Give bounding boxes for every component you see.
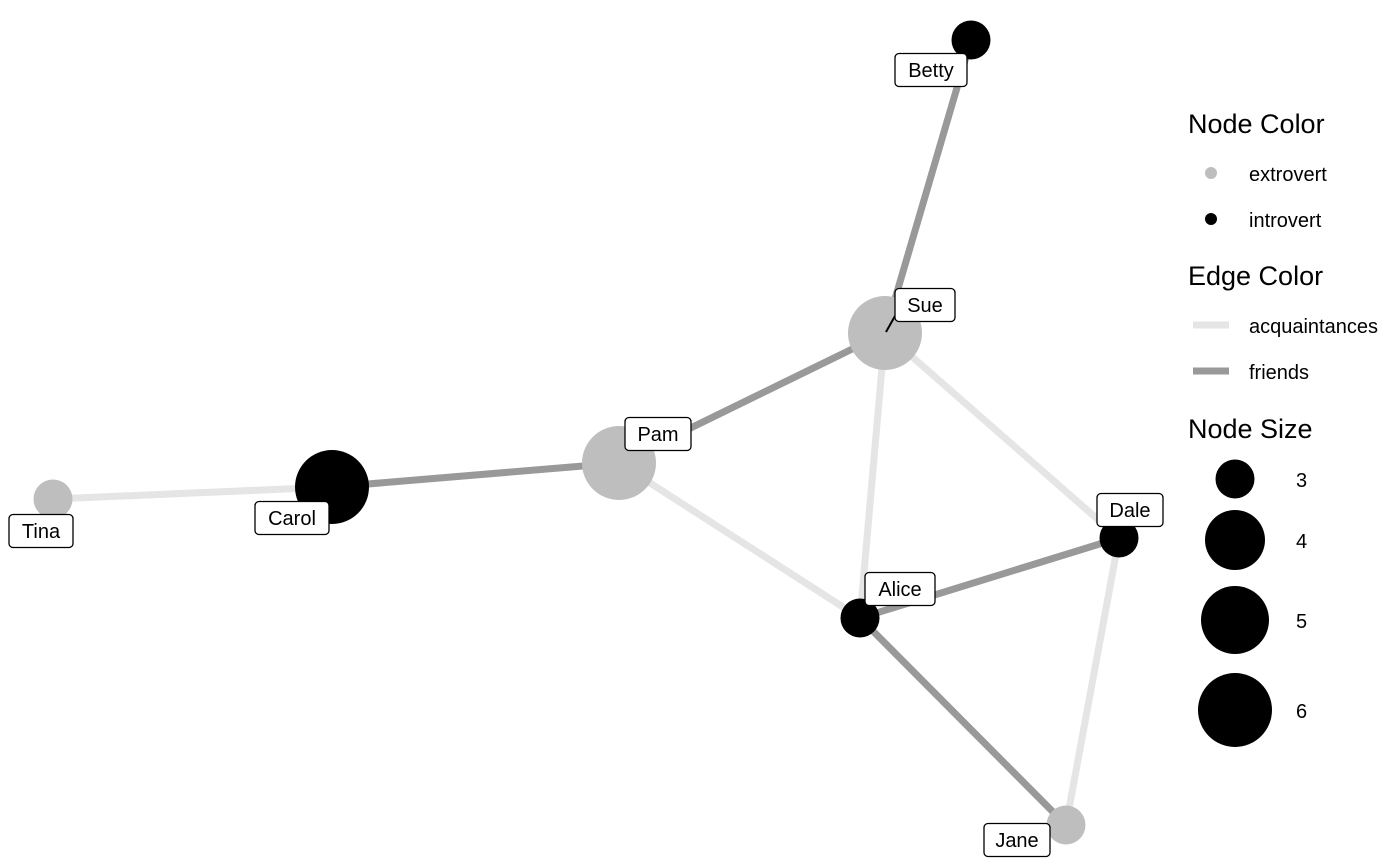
node-label-betty: Betty (894, 52, 968, 88)
edges-layer (52, 39, 1123, 828)
node-label-alice: Alice (864, 571, 936, 607)
legend-node-size-label-6: 6 (1296, 701, 1307, 723)
legend-node-color-swatch-extrovert (1205, 167, 1217, 179)
legend-node-size-swatch-3 (1215, 459, 1255, 499)
node-label-box (8, 513, 74, 549)
edge-sue-alice (856, 332, 889, 619)
legend-node-color-title: Node Color (1188, 109, 1325, 139)
node-label-text: Betty (908, 60, 954, 82)
legend-node-size-label-3: 3 (1296, 470, 1307, 492)
legend-edge-color: Edge Color acquaintances friends (1188, 261, 1378, 384)
legend-node-size-label-4: 4 (1296, 531, 1307, 553)
edge-carol-tina (52, 483, 333, 503)
legend: Node Color extrovert introvert Edge Colo… (1188, 109, 1378, 747)
legend-node-size: Node Size 3 4 5 6 (1188, 414, 1313, 747)
node-label-tina: Tina (8, 513, 74, 549)
node-label-box (624, 416, 692, 452)
node-label-carol: Carol (254, 500, 330, 536)
legend-edge-color-label-acquaintances: acquaintances (1249, 316, 1378, 338)
legend-node-size-swatch-6 (1198, 673, 1272, 747)
node-label-text: Pam (637, 424, 678, 446)
edge-alice-jane (857, 615, 1069, 828)
node-label-text: Alice (878, 579, 921, 601)
node-label-box (983, 822, 1051, 858)
node-label-text: Dale (1109, 500, 1150, 522)
legend-edge-color-label-friends: friends (1249, 362, 1309, 384)
edge-betty-sue (881, 39, 975, 334)
edge-pam-alice (617, 460, 862, 621)
node-label-box (864, 571, 936, 607)
node-label-text: Carol (268, 508, 316, 530)
node-tina (33, 479, 73, 519)
legend-node-size-label-5: 5 (1296, 611, 1307, 633)
node-alice (840, 598, 880, 638)
node-betty (951, 20, 991, 60)
node-dale (1099, 518, 1139, 558)
node-label-sue: Sue (894, 287, 956, 323)
node-label-text: Tina (22, 521, 61, 543)
node-label-pam: Pam (624, 416, 692, 452)
legend-node-size-swatch-5 (1201, 586, 1269, 654)
edge-sue-dale (882, 330, 1122, 541)
label-connector-sue (885, 315, 896, 333)
node-label-box (894, 52, 968, 88)
legend-node-size-title: Node Size (1188, 414, 1313, 444)
node-label-box (1096, 492, 1164, 528)
legend-edge-color-title: Edge Color (1188, 261, 1323, 291)
legend-node-size-swatch-4 (1205, 510, 1265, 570)
node-label-text: Sue (907, 295, 943, 317)
legend-node-color-swatch-introvert (1205, 213, 1217, 225)
legend-node-color-label-extrovert: extrovert (1249, 164, 1327, 186)
edge-dale-jane (1062, 537, 1123, 826)
node-label-dale: Dale (1096, 492, 1164, 528)
node-label-text: Jane (995, 830, 1038, 852)
legend-node-color: Node Color extrovert introvert (1188, 109, 1327, 232)
node-label-box (254, 500, 330, 536)
node-label-box (894, 287, 956, 323)
node-label-jane: Jane (983, 822, 1051, 858)
legend-node-color-label-introvert: introvert (1249, 210, 1322, 232)
edge-pam-carol (331, 459, 620, 491)
nodes-layer (33, 20, 1139, 845)
node-jane (1046, 805, 1086, 845)
